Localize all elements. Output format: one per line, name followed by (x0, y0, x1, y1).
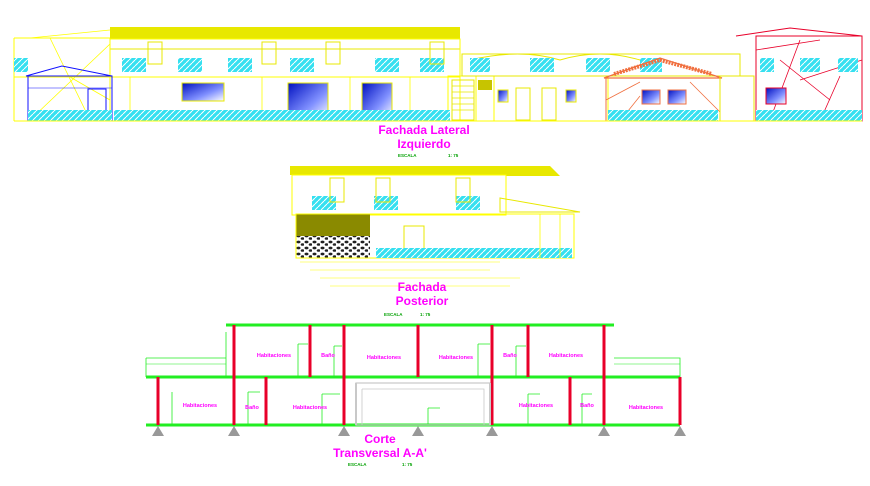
room-label: Habitaciones (293, 405, 327, 411)
room-label: Baño (245, 405, 259, 411)
section-scale-label: ESCALA (348, 462, 367, 467)
rear-elevation-scale-value: 1: 75 (420, 312, 431, 317)
room-label: Baño (580, 403, 594, 409)
room-label: Habitaciones (439, 355, 473, 361)
room-label: Baño (321, 353, 335, 359)
room-label: Habitaciones (519, 403, 553, 409)
footings (152, 426, 686, 436)
left-elevation-title-line1: Fachada Lateral (378, 123, 469, 137)
section-title-line2: Transversal A-A' (333, 446, 427, 460)
rear-elevation-title-line1: Fachada (398, 280, 447, 294)
main-roof-band (110, 27, 460, 39)
room-label: Habitaciones (257, 353, 291, 359)
left-elevation-title-line2: Izquierdo (397, 137, 450, 151)
room-label: Habitaciones (183, 403, 217, 409)
room-label: Habitaciones (549, 353, 583, 359)
lower-columns (156, 377, 682, 425)
section-drawing: Habitaciones Baño Habitaciones Habitacio… (145, 323, 686, 436)
upper-columns (232, 325, 606, 377)
left-elevation-scale-label: ESCALA (398, 153, 417, 158)
room-label: Habitaciones (629, 405, 663, 411)
red-block (735, 27, 863, 122)
room-label: Baño (503, 353, 517, 359)
room-label: Habitaciones (367, 355, 401, 361)
left-elevation-scale-value: 1: 75 (448, 153, 459, 158)
rear-elevation-title-line2: Posterior (396, 294, 449, 308)
section-scale-value: 1: 75 (402, 462, 413, 467)
left-elevation-drawing (13, 27, 863, 122)
rear-elevation-drawing (290, 166, 581, 287)
section-title-line1: Corte (364, 432, 396, 446)
ground-window (181, 82, 225, 102)
rear-elevation-scale-label: ESCALA (384, 312, 403, 317)
